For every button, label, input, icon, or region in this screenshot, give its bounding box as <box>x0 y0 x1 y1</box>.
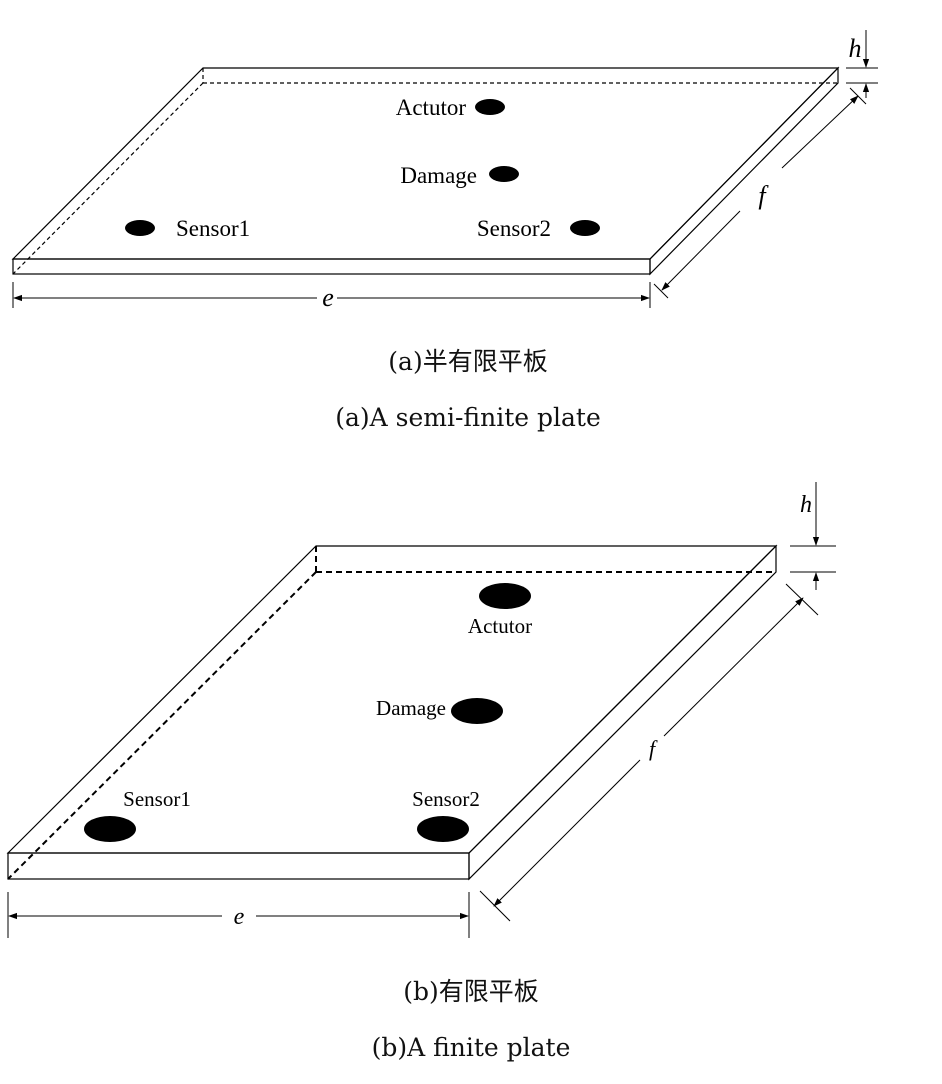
plate-b-right-face <box>468 544 777 881</box>
plate-a-sensor2-spot <box>570 220 600 236</box>
caption-b-english: (b)A finite plate <box>372 1033 571 1062</box>
plate-b-dimension-f: f <box>479 583 819 922</box>
plate-b-dimension-h: h <box>790 482 836 590</box>
plate-a-sensor1-spot <box>125 220 155 236</box>
plate-a-right-face <box>649 66 839 276</box>
plate-b-sensor1-spot <box>84 816 136 842</box>
plate-b-sensor2-label: Sensor2 <box>412 787 480 811</box>
plate-a-actuator-label: Actutor <box>396 95 467 120</box>
plate-a-damage-spot <box>489 166 519 182</box>
plate-a-dimension-f: f <box>653 87 867 299</box>
plate-a-damage-label: Damage <box>400 163 477 188</box>
plate-a-dimension-h-label: h <box>849 34 862 63</box>
panel-b: Actutor Damage Sensor1 Sensor2 e f h <box>6 482 836 1062</box>
plate-a-sensor1-label: Sensor1 <box>176 216 250 241</box>
plate-a-dimension-h: h <box>846 30 878 98</box>
plate-b-sensor2-spot <box>417 816 469 842</box>
plate-a-dimension-e: e <box>12 282 651 312</box>
plate-b-sensor1-label: Sensor1 <box>123 787 191 811</box>
plate-a-hidden-edge-left <box>12 82 204 275</box>
plate-b-actuator-label: Actutor <box>468 614 532 638</box>
caption-a-english: (a)A semi-finite plate <box>335 403 601 432</box>
plate-b-front-face <box>7 852 470 880</box>
panel-a: Actutor Damage Sensor1 Sensor2 e f h <box>11 30 878 432</box>
plate-b <box>6 544 778 881</box>
plate-b-damage-label: Damage <box>376 696 446 720</box>
plate-b-damage-spot <box>451 698 503 724</box>
caption-b-chinese: (b)有限平板 <box>403 977 539 1006</box>
plate-a-sensor2-label: Sensor2 <box>477 216 551 241</box>
plate-b-dimension-e-label: e <box>234 904 245 930</box>
caption-a-chinese: (a)半有限平板 <box>388 347 547 376</box>
plate-b-dimension-h-label: h <box>800 492 812 518</box>
plate-b-hidden-edge-left <box>7 571 317 880</box>
plate-a-actuator-spot <box>475 99 505 115</box>
plate-b-actuator-spot <box>479 583 531 609</box>
plate-b-dimension-e: e <box>7 892 470 938</box>
plate-a-front-face <box>12 258 651 275</box>
plate-b-dimension-f-label: f <box>649 736 658 761</box>
plate-a <box>11 66 840 276</box>
plate-a-dimension-f-label: f <box>758 181 769 210</box>
plate-a-dimension-e-label: e <box>322 283 334 312</box>
